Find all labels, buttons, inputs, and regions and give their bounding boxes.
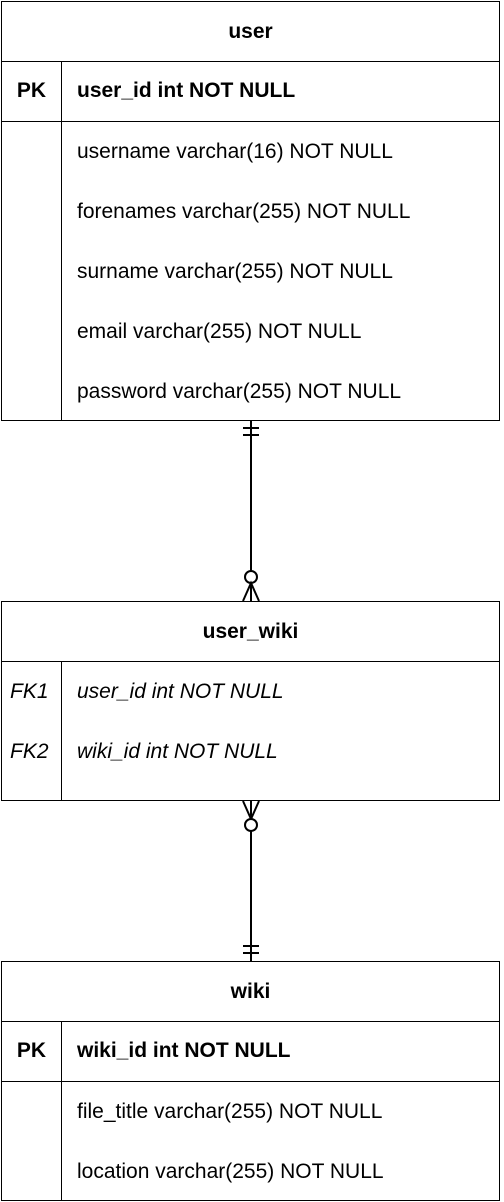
relationship-wiki-user-wiki [242, 800, 260, 961]
field-row: surname varchar(255) NOT NULL [77, 260, 393, 283]
fk-field: wiki_id int NOT NULL [77, 740, 278, 763]
entity-wiki[interactable]: wiki PK wiki_id int NOT NULL file_title … [1, 961, 500, 1201]
entity-user-wiki[interactable]: user_wiki FK1 FK2 user_id int NOT NULL w… [1, 601, 500, 801]
relationship-user-user-wiki [242, 421, 260, 602]
field-list: username varchar(16) NOT NULL forenames … [2, 122, 499, 421]
key-column [2, 1082, 62, 1201]
fk-label: FK2 [10, 740, 49, 763]
fk-label: FK1 [10, 680, 49, 703]
field-list: FK1 FK2 user_id int NOT NULL wiki_id int… [2, 662, 499, 801]
pk-label: PK [2, 1022, 62, 1081]
field-row: password varchar(255) NOT NULL [77, 380, 402, 403]
pk-label: PK [2, 62, 62, 121]
key-column [2, 662, 62, 801]
many-marker [242, 580, 260, 602]
primary-key-row: PK wiki_id int NOT NULL [2, 1022, 499, 1082]
primary-key-row: PK user_id int NOT NULL [2, 62, 499, 122]
entity-title: wiki [2, 962, 499, 1022]
field-row: username varchar(16) NOT NULL [77, 140, 393, 163]
fk-field: user_id int NOT NULL [77, 680, 284, 703]
field-list: file_title varchar(255) NOT NULL locatio… [2, 1082, 499, 1201]
field-row: forenames varchar(255) NOT NULL [77, 200, 411, 223]
entity-title: user [2, 2, 499, 62]
field-row: email varchar(255) NOT NULL [77, 320, 362, 343]
field-row: file_title varchar(255) NOT NULL [77, 1100, 383, 1123]
entity-user[interactable]: user PK user_id int NOT NULL username va… [1, 1, 500, 421]
zero-marker [244, 818, 258, 832]
pk-field: user_id int NOT NULL [77, 79, 296, 102]
pk-field: wiki_id int NOT NULL [77, 1039, 291, 1062]
entity-title: user_wiki [2, 602, 499, 662]
field-row: location varchar(255) NOT NULL [77, 1160, 384, 1183]
key-column [2, 122, 62, 421]
